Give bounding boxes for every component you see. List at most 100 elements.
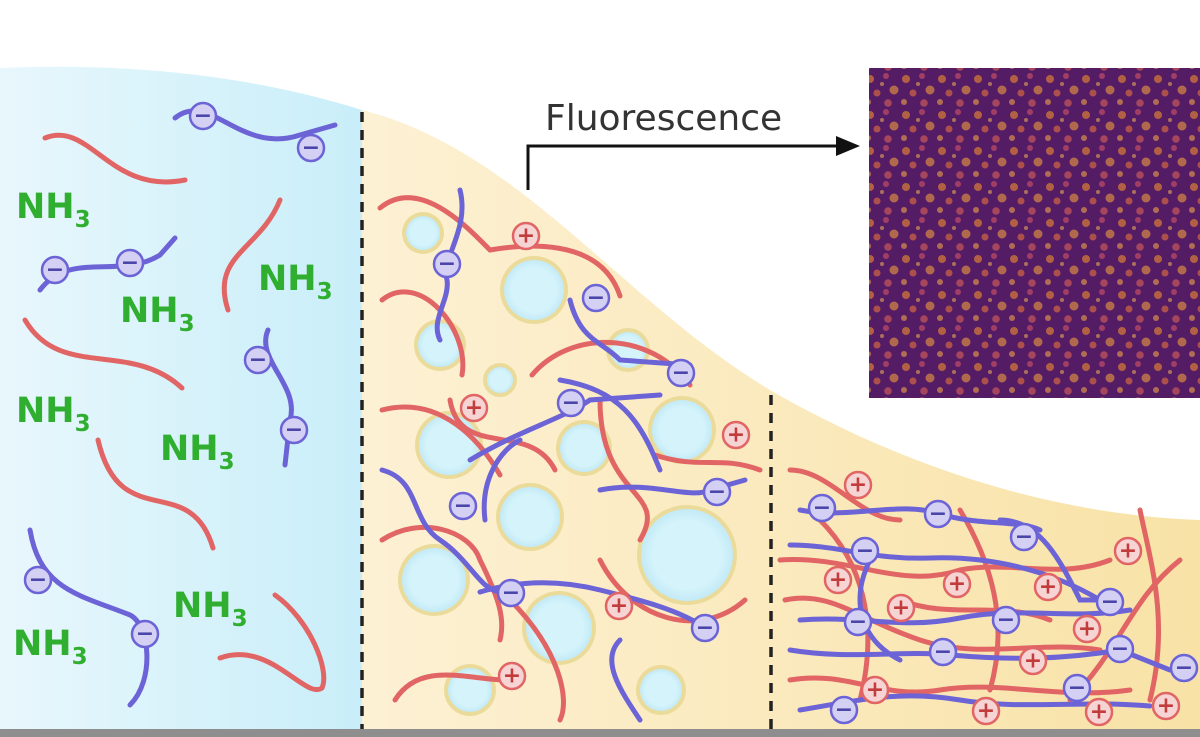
svg-text:−: − [813,496,831,521]
negative-charge-icon: − [850,536,880,566]
cationic-chain [787,467,903,523]
positive-charge-icon: + [843,470,873,500]
positive-charge-icon: + [1072,614,1102,644]
svg-text:−: − [454,494,472,519]
svg-text:−: − [46,258,64,283]
cationic-chain [221,197,283,313]
negative-charge-icon: − [928,637,958,667]
negative-charge-icon: − [1009,522,1039,552]
ammonia-label: NH3 [120,291,195,337]
svg-text:−: − [856,539,874,564]
svg-text:−: − [849,610,867,635]
positive-charge-icon: + [1084,697,1114,727]
anionic-chain [467,392,663,463]
svg-text:−: − [121,251,139,276]
negative-charge-icon: − [843,607,873,637]
svg-text:−: − [1101,590,1119,615]
positive-charge-icon: + [604,591,634,621]
dilute-solution-region [0,66,362,737]
positive-charge-icon: + [971,696,1001,726]
svg-text:−: − [587,286,605,311]
svg-text:+: + [948,572,966,597]
ammonia-label: NH3 [16,187,91,233]
cationic-chain [95,437,216,551]
negative-charge-icon: − [496,578,526,608]
negative-charge-icon: − [40,255,70,285]
ammonia-label: NH3 [160,429,235,475]
svg-text:−: − [934,640,952,665]
svg-text:+: + [892,596,910,621]
fluorescence-annotation: Fluorescence [526,98,860,190]
negative-charge-icon: − [690,613,720,643]
ammonia-label: NH3 [173,586,248,632]
negative-charge-icon: − [130,619,160,649]
ammonia-label: NH3 [13,624,88,670]
positive-charge-icon: + [721,420,751,450]
svg-text:−: − [708,480,726,505]
negative-charge-icon: − [279,415,309,445]
cationic-chain [379,404,503,478]
cationic-chain [957,507,1001,693]
water-droplet-core [402,548,466,612]
negative-charge-icon: − [1062,673,1092,703]
positive-charge-icon: + [511,221,541,251]
svg-text:+: + [1090,700,1108,725]
positive-charge-icon: + [886,593,916,623]
water-droplet-core [504,260,564,320]
negative-charge-icon: − [448,491,478,521]
svg-text:+: + [866,678,884,703]
water-droplet-core [418,323,462,367]
svg-text:−: − [438,252,456,277]
svg-text:−: − [136,622,154,647]
negative-charge-icon: − [807,493,837,523]
svg-text:−: − [1015,525,1033,550]
cationic-chain [22,317,185,391]
positive-charge-icon: + [1018,646,1048,676]
negative-charge-icon: − [188,101,218,131]
polymer-chains [22,108,1183,723]
negative-charge-icon: − [432,249,462,279]
cationic-chain [217,592,327,693]
anionic-chain [172,108,338,142]
svg-text:+: + [1157,694,1175,719]
arrow-right-icon [526,144,838,190]
positive-charge-icon: + [823,565,853,595]
svg-text:−: − [302,136,320,161]
positive-charge-icon: + [1033,572,1063,602]
svg-text:−: − [285,418,303,443]
charged-groups: −−−−−−−−+−−−−++−−−+−++−−−−++++−+−−+−−+−+… [23,101,1199,727]
cationic-chain [379,524,505,643]
svg-text:−: − [1068,676,1086,701]
negative-charge-icon: − [666,358,696,388]
svg-text:−: − [562,391,580,416]
cationic-chain [1137,507,1162,703]
svg-text:−: − [929,502,947,527]
svg-text:−: − [502,581,520,606]
arrow-head [836,136,860,156]
negative-charge-icon: − [556,388,586,418]
negative-charge-icon: − [23,565,53,595]
svg-text:+: + [517,224,535,249]
svg-text:+: + [1119,539,1137,564]
water-droplet-core [560,424,608,472]
svg-text:+: + [610,594,628,619]
svg-text:+: + [1024,649,1042,674]
negative-charge-icon: − [581,283,611,313]
svg-text:+: + [977,699,995,724]
bottom-strip [0,729,1200,737]
positive-charge-icon: + [942,569,972,599]
water-droplet-core [500,487,560,547]
svg-text:−: − [194,104,212,129]
water-droplet-core [652,400,712,460]
svg-text:+: + [1039,575,1057,600]
water-droplet-core [419,415,479,475]
negative-charge-icon: − [702,477,732,507]
negative-charge-icon: − [115,248,145,278]
svg-text:+: + [727,423,745,448]
water-droplet-core [406,216,440,250]
anionic-chain [434,187,465,343]
fluorescence-image [869,68,1200,398]
svg-text:−: − [835,698,853,723]
anionic-chain [557,377,663,473]
